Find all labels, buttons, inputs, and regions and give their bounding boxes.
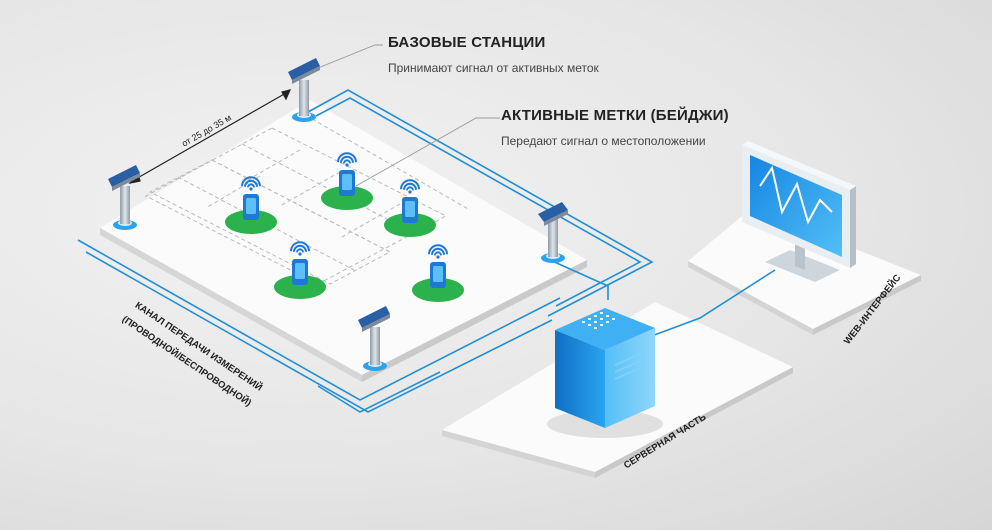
badge-icon xyxy=(430,262,446,288)
leader-lines xyxy=(317,44,500,187)
wifi-icon xyxy=(337,152,357,167)
server-icon xyxy=(547,308,663,438)
badge-icon xyxy=(339,170,355,196)
tag-marker xyxy=(412,244,464,302)
tag-marker xyxy=(384,179,436,237)
active-tags xyxy=(225,152,464,302)
base-stations-label: БАЗОВЫЕ СТАНЦИИ Принимают сигнал от акти… xyxy=(388,34,599,75)
active-tags-title: АКТИВНЫЕ МЕТКИ (БЕЙДЖИ) xyxy=(501,107,729,124)
floor-platform xyxy=(100,100,587,382)
wifi-icon xyxy=(241,176,261,191)
tag-zone xyxy=(321,186,373,210)
wifi-icon xyxy=(400,179,420,194)
tag-marker xyxy=(225,176,277,234)
base-station-icon xyxy=(358,306,390,371)
tag-zone xyxy=(274,275,326,299)
base-station-icon xyxy=(538,202,568,263)
base-station-icon xyxy=(108,165,140,230)
base-stations-description: Принимают сигнал от активных меток xyxy=(388,61,599,75)
tag-zone xyxy=(384,213,436,237)
tag-marker xyxy=(274,241,326,299)
badge-icon xyxy=(243,194,259,220)
base-stations-title: БАЗОВЫЕ СТАНЦИИ xyxy=(388,34,546,51)
active-tags-description: Передают сигнал о местоположении xyxy=(501,134,706,148)
badge-icon xyxy=(292,259,308,285)
tag-zone xyxy=(225,210,277,234)
monitor-icon xyxy=(742,141,856,282)
tag-zone xyxy=(412,278,464,302)
wifi-icon xyxy=(290,241,310,256)
tag-marker xyxy=(321,152,373,210)
base-station-icon xyxy=(288,58,320,122)
badge-icon xyxy=(402,197,418,223)
active-tags-label: АКТИВНЫЕ МЕТКИ (БЕЙДЖИ) Передают сигнал … xyxy=(501,107,729,148)
wifi-icon xyxy=(428,244,448,259)
